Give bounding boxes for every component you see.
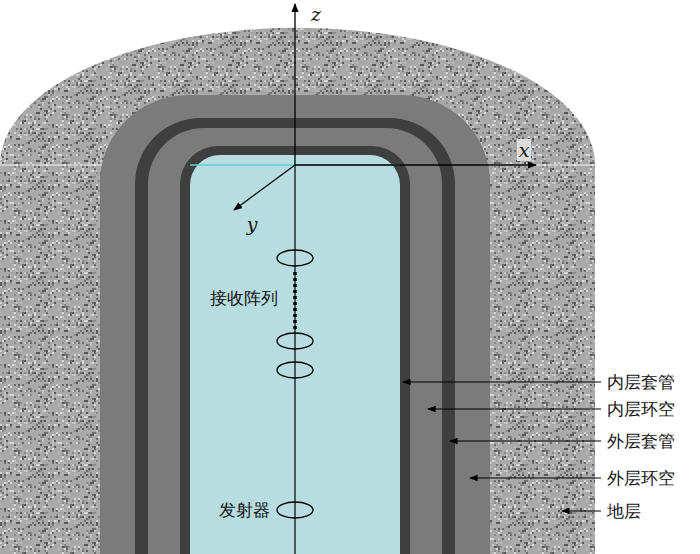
- transmitter-coil: [277, 502, 313, 518]
- part-label: 地层: [607, 501, 641, 521]
- leader-arrow: [470, 477, 601, 478]
- axis-label: z: [311, 3, 321, 26]
- part-label: 发射器: [219, 500, 270, 520]
- leader-arrow: [428, 408, 601, 409]
- receiver-dots: [293, 272, 297, 330]
- borehole-fluid: [190, 155, 400, 554]
- part-label: 内层套管: [607, 372, 675, 392]
- axis-label: x: [517, 139, 532, 162]
- leader-arrow: [450, 440, 601, 441]
- x-axis: [295, 164, 536, 165]
- leader-arrow: [403, 381, 601, 382]
- part-label: 外层环空: [607, 468, 675, 488]
- y-axis: [234, 165, 295, 210]
- z-axis: [294, 4, 295, 165]
- part-label: 外层套管: [607, 431, 675, 451]
- leader-arrow: [562, 510, 601, 511]
- axis-label: y: [247, 213, 258, 236]
- part-label: 内层环空: [607, 399, 675, 419]
- receiver-coil: [277, 333, 313, 349]
- receiver-coil: [277, 362, 313, 378]
- part-label: 接收阵列: [210, 288, 278, 308]
- receiver-coil: [277, 250, 313, 266]
- tool-axis: [294, 165, 295, 554]
- dome-boundary: [0, 165, 595, 166]
